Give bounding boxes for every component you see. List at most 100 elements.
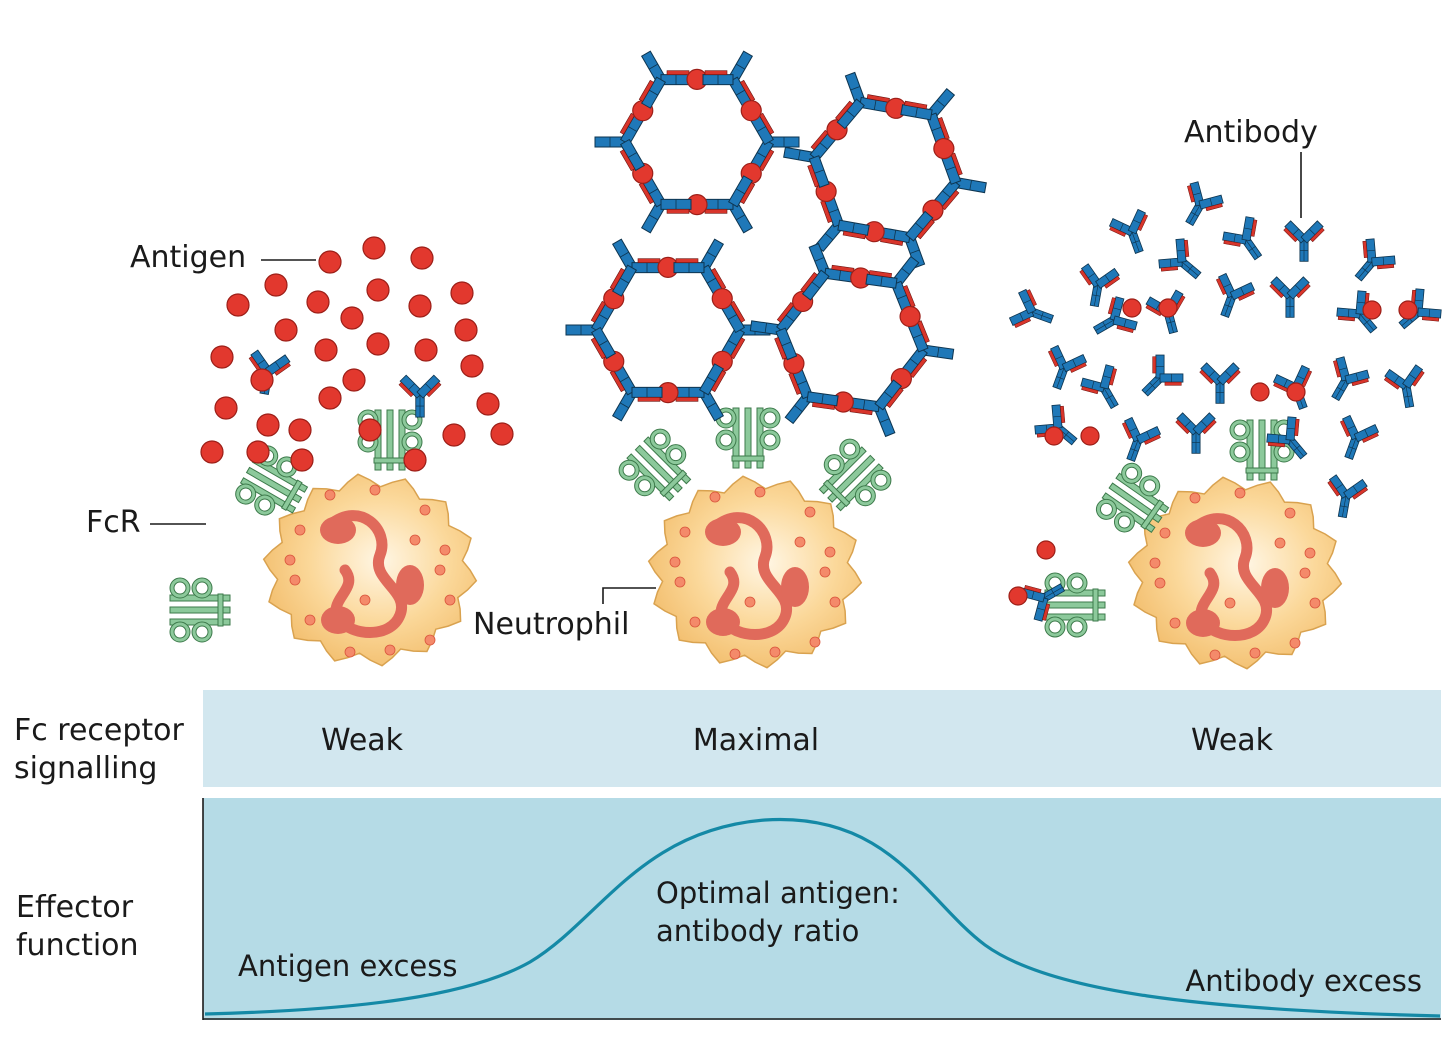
antibody xyxy=(1336,290,1378,334)
antibody xyxy=(1092,296,1138,335)
granule xyxy=(829,596,841,608)
granule xyxy=(439,544,451,556)
antibody xyxy=(1185,181,1224,227)
granule xyxy=(324,489,336,501)
granule xyxy=(804,506,816,518)
antigen-particle xyxy=(933,137,955,160)
neutrophil-leader xyxy=(602,587,656,604)
signalling-band xyxy=(203,690,1441,787)
antibody xyxy=(1199,362,1241,404)
optimal-ratio-label-line2: antibody ratio xyxy=(656,914,859,948)
antigen-particle xyxy=(366,278,390,302)
antibody xyxy=(1283,220,1325,262)
cell-membrane xyxy=(262,473,478,667)
antigen-particle xyxy=(264,273,288,297)
antigen-particle xyxy=(442,423,466,447)
antigen-particle xyxy=(450,281,474,305)
effector-curve xyxy=(204,817,1441,1018)
granule xyxy=(1189,492,1201,504)
antigen-particle xyxy=(342,368,366,392)
antigen-particle xyxy=(246,440,270,464)
fc-receptor xyxy=(1229,419,1295,481)
antibody xyxy=(1383,364,1425,409)
granule xyxy=(709,491,721,503)
antigen-particle xyxy=(1122,298,1142,318)
antigen-particle xyxy=(1286,382,1306,402)
fc-signalling-title-line1: Fc receptor xyxy=(14,713,185,748)
nucleus-lobe xyxy=(1185,519,1221,547)
antigen-particle xyxy=(408,294,432,318)
antigen-particle xyxy=(1398,300,1418,320)
optimal-ratio-label-line1: Optimal antigen: xyxy=(656,876,900,910)
antigen-particle xyxy=(1362,300,1382,320)
antigen-particle xyxy=(460,354,484,378)
antibody xyxy=(1222,216,1263,261)
antigen-particle xyxy=(318,386,342,410)
granule xyxy=(674,576,686,588)
antigen-particle xyxy=(1158,298,1178,318)
neutrophil xyxy=(262,473,478,667)
granule xyxy=(304,614,316,626)
immune-complexes xyxy=(565,50,987,438)
antigen-particle xyxy=(214,396,238,420)
antibody xyxy=(1047,344,1088,390)
granule xyxy=(1224,597,1236,609)
granule xyxy=(1209,649,1221,661)
fc-receptor xyxy=(1095,462,1170,533)
antigen-particle xyxy=(711,288,733,310)
antibody xyxy=(1269,276,1311,318)
antibody xyxy=(1339,414,1380,460)
antigen-excess-label: Antigen excess xyxy=(238,949,457,983)
antigen-particle xyxy=(314,338,338,362)
antigen-particle xyxy=(340,306,364,330)
antigen-particle xyxy=(358,418,382,442)
antigen-label: Antigen xyxy=(130,240,246,275)
granule xyxy=(744,596,756,608)
granule xyxy=(809,636,821,648)
antigen-particle xyxy=(410,246,434,270)
antibody-label: Antibody xyxy=(1184,115,1318,150)
granule xyxy=(434,564,446,576)
signalling-level-left: Weak xyxy=(321,723,404,758)
antibody xyxy=(1080,364,1119,410)
granule xyxy=(1274,537,1286,549)
granule xyxy=(769,646,781,658)
granule xyxy=(824,546,836,558)
granule xyxy=(1289,637,1301,649)
fc-receptor xyxy=(1044,572,1106,638)
antigen-particle xyxy=(226,293,250,317)
granule xyxy=(794,536,806,548)
antibody xyxy=(1354,238,1396,282)
antigen-particle xyxy=(740,100,762,122)
neutrophil xyxy=(647,475,863,669)
nucleus-lobe xyxy=(321,606,355,634)
nucleus xyxy=(709,512,793,640)
nucleus-lobe xyxy=(1186,609,1220,637)
fc-signalling-title-line2: signalling xyxy=(14,751,157,786)
antigen-particle xyxy=(1008,586,1028,606)
nucleus xyxy=(324,510,408,638)
nucleus-lobe xyxy=(320,516,356,544)
signalling-level-right: Weak xyxy=(1191,723,1274,758)
granule xyxy=(1234,487,1246,499)
fc-receptor xyxy=(618,428,692,502)
granule xyxy=(1149,557,1161,569)
nucleus-lobe xyxy=(396,565,424,605)
granule xyxy=(1309,597,1321,609)
antigen-particle xyxy=(1036,540,1056,560)
neutrophil-cells xyxy=(262,473,1343,670)
effector-title-line1: Effector xyxy=(16,890,134,925)
fc-receptor xyxy=(235,445,309,516)
antigen-particle xyxy=(250,368,274,392)
granule xyxy=(669,556,681,568)
antigen-particle xyxy=(1044,426,1064,446)
antigen-particle xyxy=(1080,426,1100,446)
antibody xyxy=(1079,263,1121,308)
antibody xyxy=(1215,272,1256,318)
antibody xyxy=(1108,208,1149,254)
neutrophil-label: Neutrophil xyxy=(473,607,629,642)
nucleus-lobe xyxy=(781,567,809,607)
antibody xyxy=(1266,416,1308,460)
antigen-particle xyxy=(414,338,438,362)
